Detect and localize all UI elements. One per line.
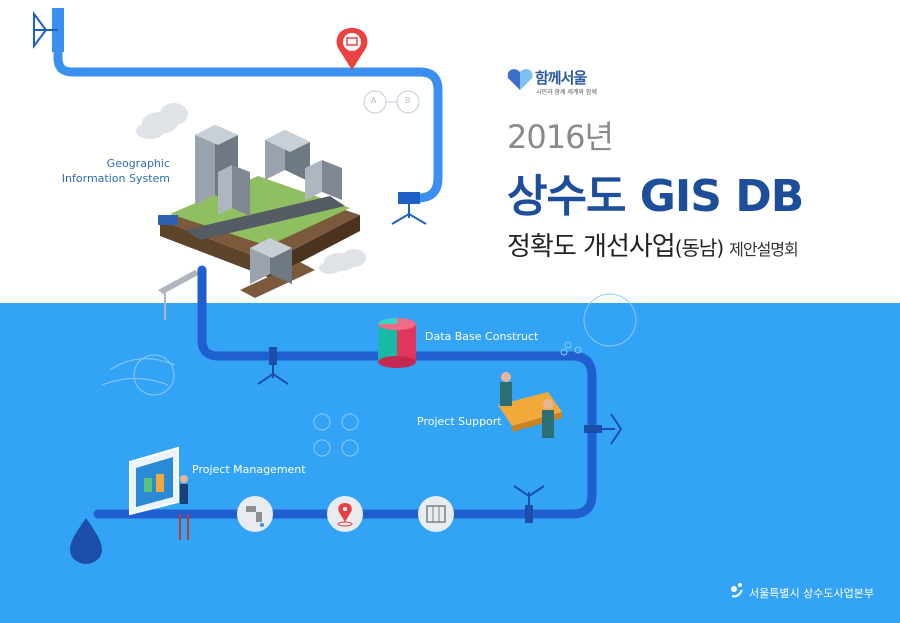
subtitle-main: 정확도 개선사업 bbox=[507, 232, 676, 262]
path-a-label: A bbox=[371, 96, 377, 105]
seoul-water-logo-icon bbox=[731, 583, 743, 598]
project-support-illustration bbox=[498, 372, 562, 438]
valve-top-left-icon bbox=[33, 8, 64, 52]
footer-organization: 서울특별시 상수도사업본부 bbox=[749, 587, 874, 600]
top-pipe bbox=[53, 25, 443, 203]
valve-left-icon bbox=[257, 347, 289, 385]
gis-label-line1: Geographic bbox=[106, 157, 170, 170]
subtitle: 정확도 개선사업(동남) 제안설명회 bbox=[507, 226, 799, 263]
monitor-pin-icon bbox=[336, 28, 368, 70]
bottom-pipe bbox=[93, 265, 597, 519]
cloud-icon bbox=[136, 103, 366, 274]
page-title: 상수도 GIS DB bbox=[507, 171, 804, 222]
valve-bottom-icon bbox=[513, 485, 545, 523]
sketch-chart-icon bbox=[101, 293, 637, 457]
database-label: Data Base Construct bbox=[425, 330, 539, 343]
location-pin-icon bbox=[327, 496, 363, 532]
valve-right-icon bbox=[584, 413, 623, 445]
management-label: Project Management bbox=[192, 463, 306, 476]
subtitle-suffix: 제안설명회 bbox=[729, 240, 799, 259]
project-management-illustration bbox=[129, 446, 189, 540]
path-ab-icon bbox=[363, 90, 420, 114]
seoul-logo-icon bbox=[507, 69, 533, 90]
water-drop-icon bbox=[70, 518, 102, 564]
year-heading: 2016년 bbox=[507, 118, 614, 156]
support-label: Project Support bbox=[417, 415, 502, 428]
pipe-repair-icon bbox=[237, 496, 273, 532]
gis-label-line2: Information System bbox=[61, 172, 170, 185]
logo-tagline: 시민과 함께 세계와 함께 bbox=[536, 89, 597, 96]
gis-label: Geographic Information System bbox=[60, 156, 170, 186]
logo-name: 함께서울 bbox=[535, 69, 587, 87]
database-icon bbox=[378, 318, 416, 368]
path-b-label: B bbox=[405, 96, 411, 105]
map-icon bbox=[418, 496, 454, 532]
valve-top-right-icon bbox=[391, 192, 427, 225]
subtitle-region: (동남) bbox=[674, 236, 724, 260]
city-illustration bbox=[158, 125, 360, 320]
